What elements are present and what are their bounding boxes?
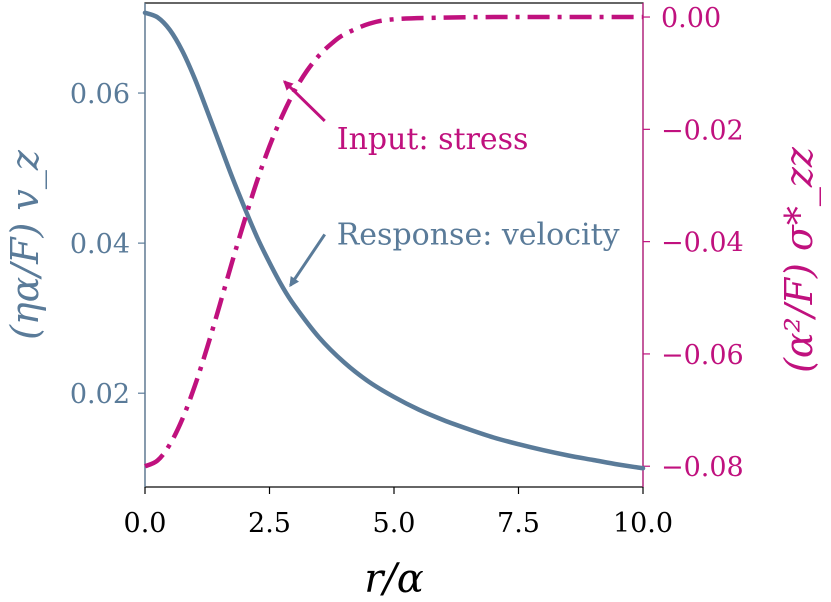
right-y-tick-label: 0.00 [661,3,721,34]
annotation-arrow [289,233,326,288]
x-tick-label: 10.0 [613,508,673,539]
right-y-axis: 0.00 −0.02 −0.04 −0.06 −0.08 [642,3,744,487]
left-y-axis-label: (ηα/F) v_z [3,149,48,340]
right-y-tick-label: −0.06 [661,340,744,371]
left-y-tick-label: 0.02 [70,379,130,410]
left-y-tick-label: 0.06 [70,79,130,110]
right-y-tick-label: −0.04 [661,228,744,259]
x-axis-label: r/α [364,556,424,602]
right-y-tick-label: −0.02 [661,115,744,146]
x-tick-label: 2.5 [248,508,291,539]
x-tick-label: 5.0 [373,508,416,539]
x-axis-ticks: 0.0 2.5 5.0 7.5 10.0 [124,487,673,539]
annotation-arrow [283,80,326,123]
left-y-axis: 0.02 0.04 0.06 [70,3,146,487]
left-y-tick-label: 0.04 [70,229,130,260]
series-line-velocity [142,10,646,471]
series-line-stress [144,14,643,469]
x-tick-label: 0.0 [124,508,167,539]
annotation-label: Input: stress [337,122,529,157]
annotation-label: Response: velocity [337,217,620,252]
right-y-axis-label: (α²/F) σ*_zz [777,146,822,373]
x-tick-label: 7.5 [497,508,540,539]
right-y-tick-label: −0.08 [661,452,744,483]
